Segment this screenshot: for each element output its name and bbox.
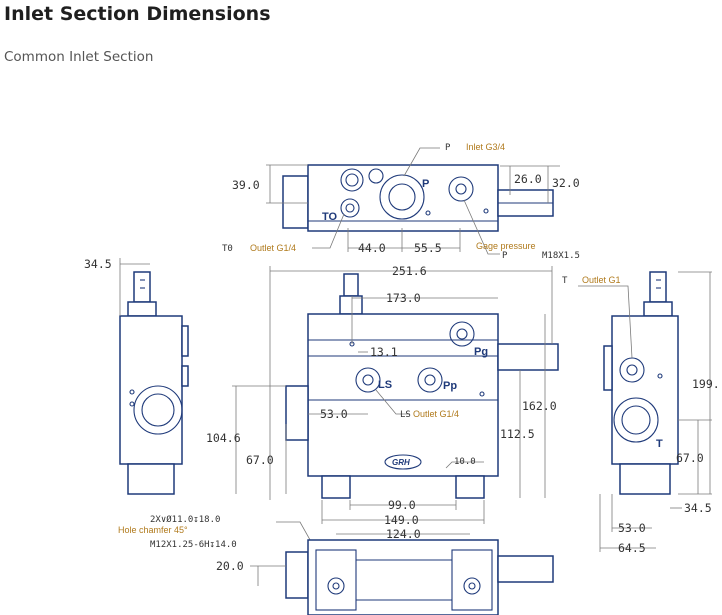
top-view: P TO (282, 164, 554, 232)
dim-67-front: 67.0 (246, 453, 274, 467)
left-side-view (119, 271, 189, 495)
dim-112-5: 112.5 (500, 427, 535, 441)
front-logo: GRH (392, 458, 410, 467)
dim-26: 26.0 (514, 172, 542, 186)
page-subtitle: Common Inlet Section (4, 49, 154, 65)
callout-ls-outlet: Outlet G1/4 (413, 409, 459, 419)
top-view-dimensions: 39.0 26.0 32.0 44.0 55.5 (232, 164, 580, 255)
callout-holes-line1: 2X∨Ø11.0↧18.0 (150, 514, 220, 525)
dim-104-6: 104.6 (206, 431, 241, 445)
front-view-callouts: LS Outlet G1/4 2X∨Ø11.0↧18.0 Hole chamfe… (118, 389, 459, 587)
callout-t0-label: T0 (222, 244, 233, 254)
dim-10: 10.0 (454, 457, 476, 467)
dim-162: 162.0 (522, 399, 557, 413)
callout-gage-thread: M18X1.5 (542, 251, 580, 261)
right-port-t: T (656, 438, 663, 450)
dim-44: 44.0 (358, 241, 386, 255)
callout-holes-line3: M12X1.25-6H↧14.0 (150, 540, 237, 550)
callout-gage-p: P (502, 251, 508, 261)
right-view-dimensions: 199. 67.0 34.5 53.0 64.5 T Outlet G1 (562, 271, 720, 555)
dim-199: 199. (692, 377, 720, 391)
dim-20: 20.0 (216, 559, 244, 573)
dim-173: 173.0 (386, 291, 421, 305)
callout-inlet-p: P (445, 143, 451, 153)
callout-hole-chamfer: Hole chamfer 45° (118, 525, 188, 535)
front-view-dimensions: 251.6 173.0 13.1 53.0 104.6 67.0 162.0 1… (206, 264, 557, 541)
callout-inlet-g34: Inlet G3/4 (466, 142, 505, 152)
dim-34-5-right: 34.5 (684, 501, 712, 515)
dim-32: 32.0 (552, 176, 580, 190)
dim-34-5-left: 34.5 (84, 257, 112, 271)
callout-gage-pressure: Gage pressure (476, 241, 536, 251)
callout-t-label: T (562, 276, 568, 286)
bottom-view (285, 539, 554, 615)
page-title: Inlet Section Dimensions (4, 3, 271, 25)
callout-t-outlet: Outlet G1 (582, 275, 621, 285)
dim-53-front: 53.0 (320, 407, 348, 421)
bottom-view-dimensions: 20.0 (216, 559, 286, 586)
dim-149: 149.0 (384, 513, 419, 527)
front-port-pg: Pg (474, 346, 488, 358)
front-view: GRH Pg LS Pp (285, 273, 559, 499)
dim-99: 99.0 (388, 498, 416, 512)
right-side-view: T (603, 271, 679, 495)
front-port-ls: LS (378, 379, 392, 391)
dim-55-5: 55.5 (414, 241, 442, 255)
front-port-pp: Pp (443, 380, 457, 392)
callout-ls-label: LS (400, 410, 411, 420)
dim-67-right: 67.0 (676, 451, 704, 465)
dim-53-right: 53.0 (618, 521, 646, 535)
dim-64-5: 64.5 (618, 541, 646, 555)
left-view-dimensions: 34.5 (84, 257, 150, 316)
top-port-t0-label: TO (322, 211, 338, 223)
dim-124: 124.0 (386, 527, 421, 541)
dim-39: 39.0 (232, 178, 260, 192)
top-port-p-label: P (422, 178, 429, 190)
top-view-callouts: P Inlet G3/4 T0 Outlet G1/4 Gage pressur… (222, 142, 580, 261)
callout-t0-outlet: Outlet G1/4 (250, 243, 296, 253)
dim-251-6: 251.6 (392, 264, 427, 278)
dim-13-1: 13.1 (370, 345, 398, 359)
